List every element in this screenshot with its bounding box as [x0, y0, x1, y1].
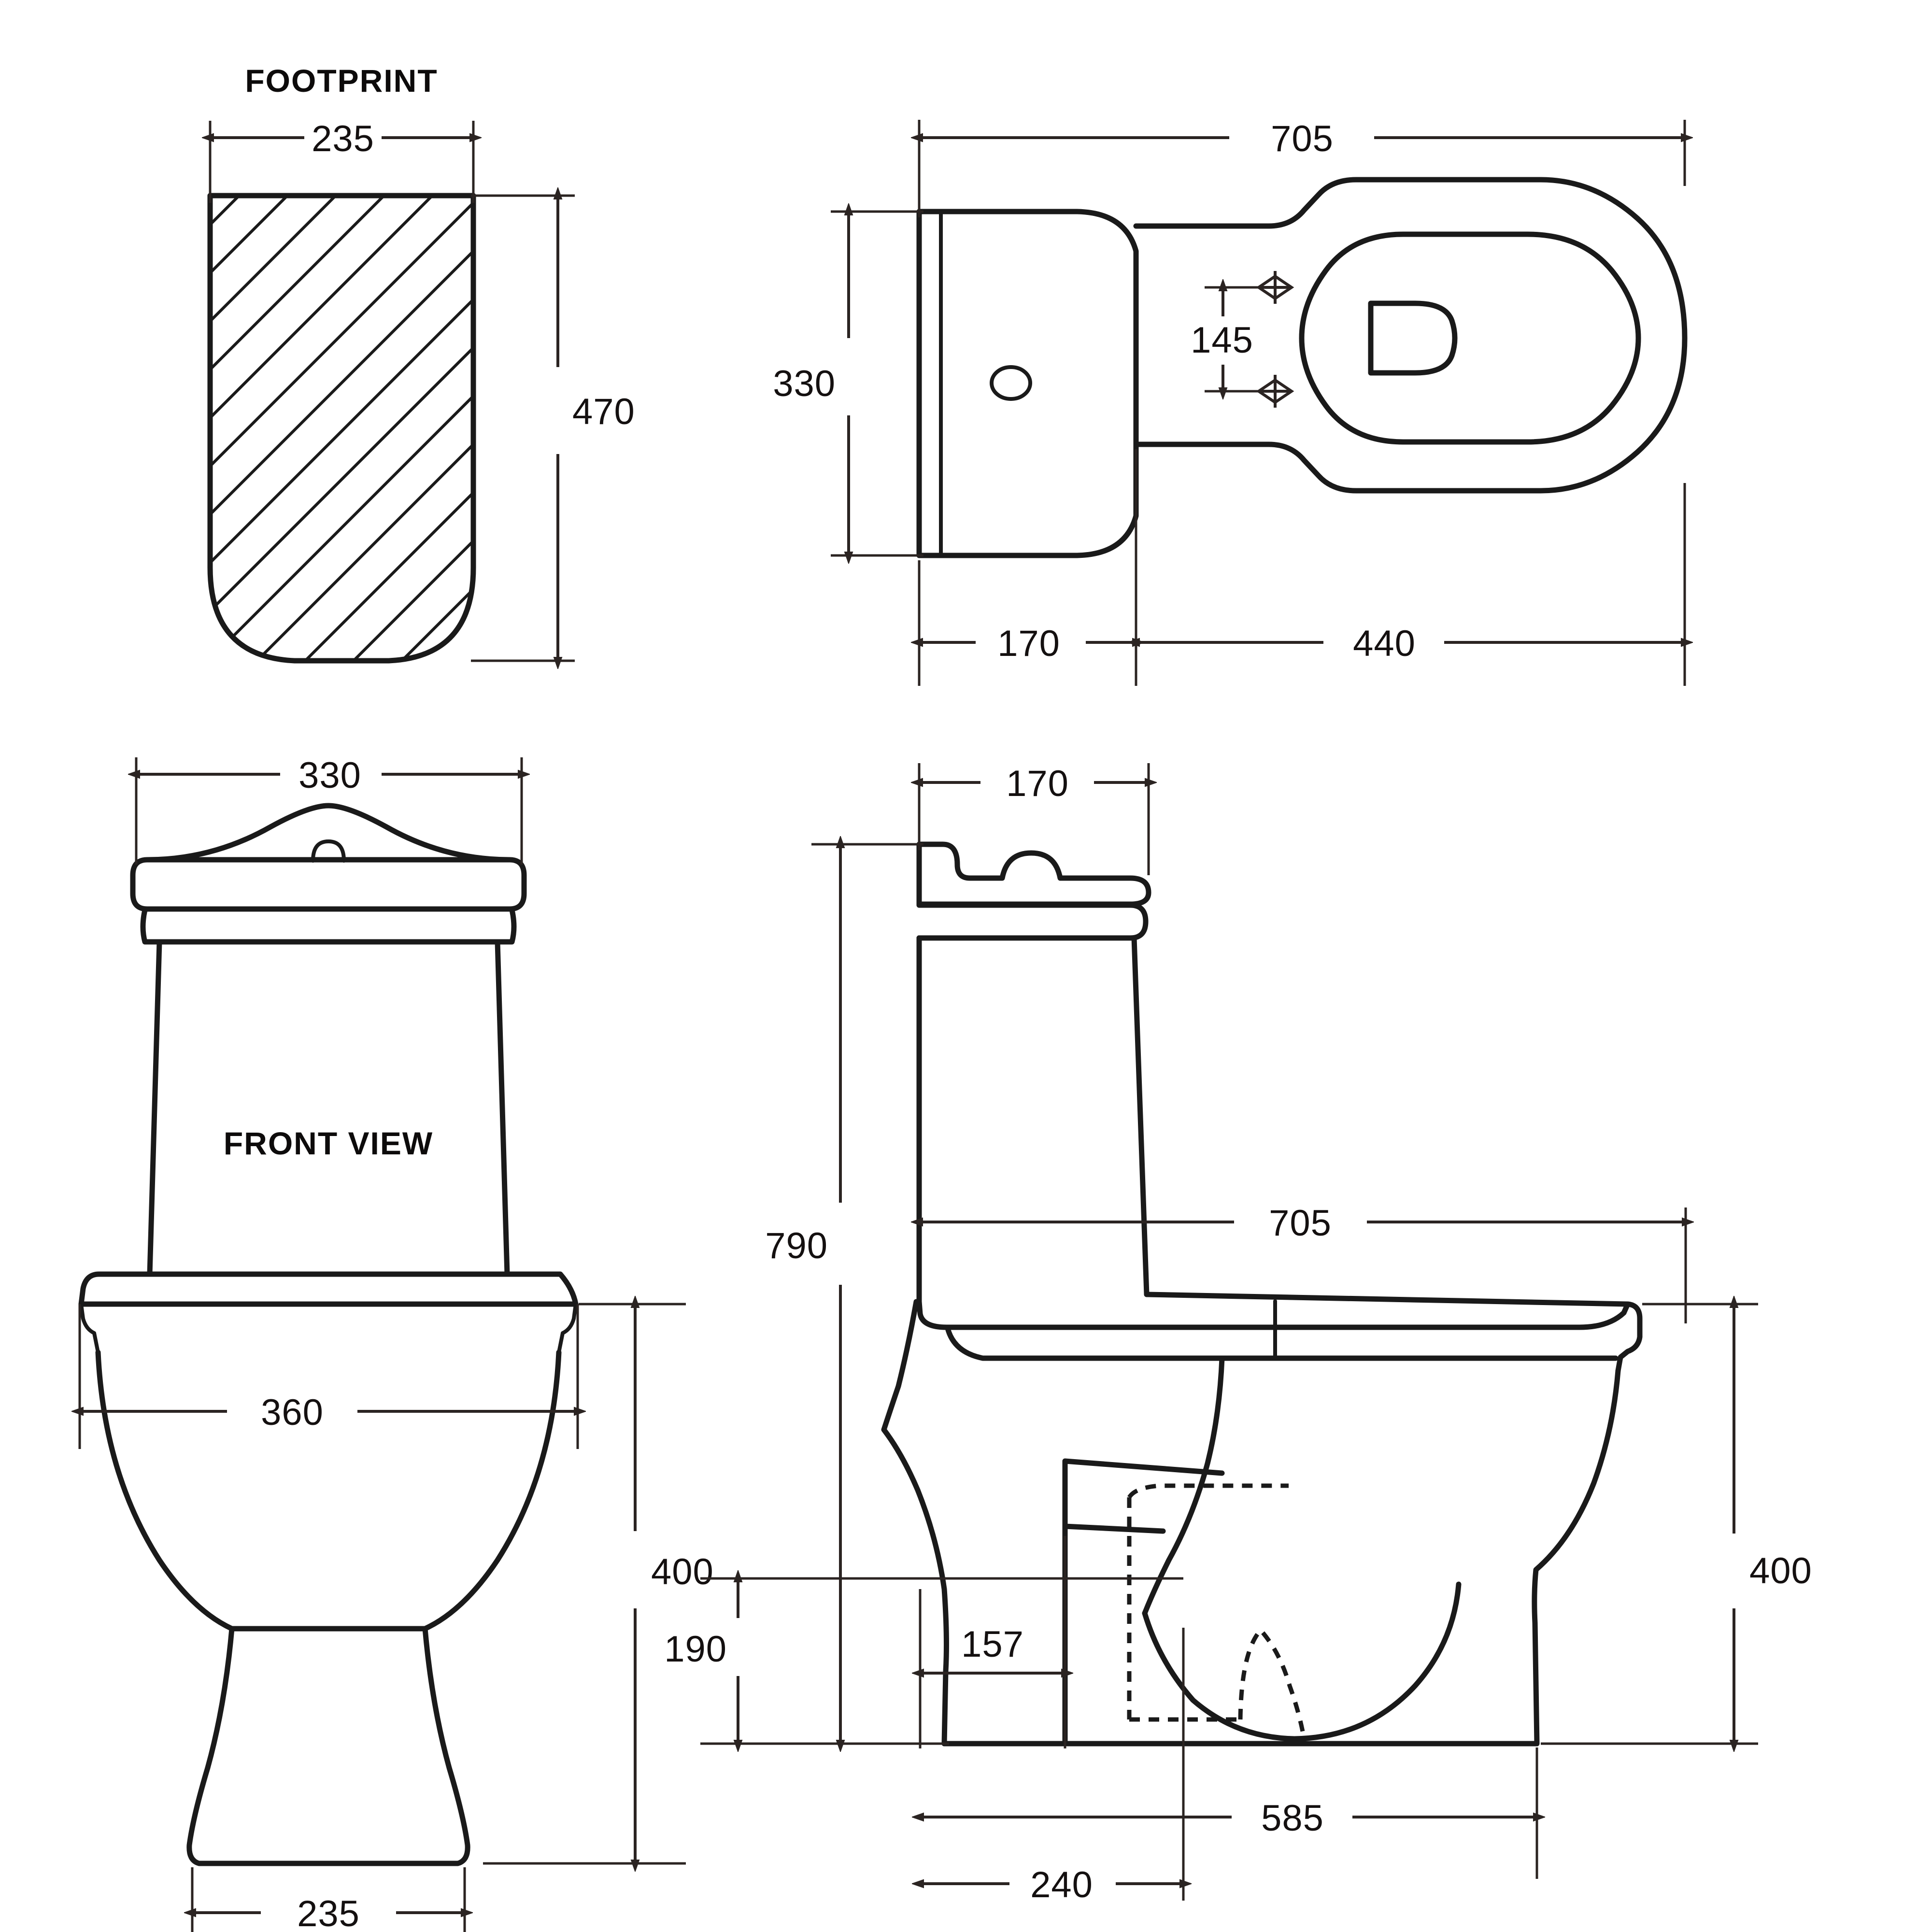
cistern-lid-front-skirt — [140, 907, 517, 945]
dimension-value-330-front: 330 — [298, 755, 361, 796]
seat-fixing-mark-bottom — [1256, 375, 1294, 408]
dimension-value-705-side: 705 — [1269, 1203, 1332, 1244]
dimension-front-cistern-width: 330 — [136, 755, 522, 865]
cistern-lid-front-slab — [130, 857, 527, 912]
dimension-value-330-top: 330 — [773, 363, 836, 404]
flush-button-front — [311, 839, 346, 863]
seat-hinge-left-front — [79, 1302, 100, 1354]
view-side: 170 790 705 400 — [664, 763, 1812, 1905]
dimension-value-240: 240 — [1030, 1864, 1093, 1905]
dimension-value-170-top: 170 — [997, 623, 1060, 664]
trap-hidden-hump-side — [1238, 1627, 1307, 1739]
dimension-side-overall-height: 790 — [700, 844, 949, 1744]
view-footprint: FOOTPRINT 235 470 — [135, 63, 635, 1121]
dimension-footprint-depth: 470 — [471, 196, 635, 661]
seat-plan-outline — [1133, 177, 1688, 494]
dimension-top-overall-length: 705 — [919, 118, 1685, 217]
seat-hinge-right-front — [557, 1302, 578, 1354]
seat-slab-side — [1144, 1292, 1643, 1374]
pan-rim-front — [78, 1271, 579, 1307]
dimension-value-705-top: 705 — [1271, 118, 1334, 159]
dimension-top-overall-width: 330 — [773, 212, 923, 555]
seat-opening-plan — [1299, 231, 1641, 445]
view-top: 705 330 145 — [773, 118, 1685, 686]
dimension-front-bowl-width: 360 — [80, 1304, 578, 1449]
dimension-value-470: 470 — [572, 391, 635, 432]
dimension-seat-fixing-centres: 145 — [1191, 271, 1294, 408]
dimension-value-235-footprint: 235 — [312, 118, 374, 159]
dimension-top-pan-length: 440 — [1139, 483, 1685, 686]
dimension-value-157: 157 — [961, 1624, 1024, 1665]
dimension-value-585: 585 — [1261, 1798, 1324, 1839]
flush-button-plan — [990, 365, 1032, 401]
dimension-value-235-front: 235 — [297, 1893, 360, 1932]
dimension-side-cistern-depth: 170 — [919, 763, 1149, 875]
cistern-lid-side-outline — [916, 841, 1151, 907]
footprint-outline — [207, 193, 476, 664]
pan-front-profile-side — [1532, 1368, 1621, 1747]
seat-fixing-mark-top — [1256, 271, 1294, 304]
seat-d-hole-plan — [1368, 300, 1458, 376]
dimension-value-790: 790 — [765, 1225, 828, 1266]
dimension-side-outlet-centre: 240 — [923, 1628, 1183, 1905]
dimension-top-cistern-depth: 170 — [919, 449, 1136, 686]
dimension-value-190: 190 — [664, 1629, 727, 1670]
dimension-value-400-side: 400 — [1749, 1550, 1812, 1591]
footprint-label: FOOTPRINT — [245, 63, 438, 99]
dimension-front-foot-width: 235 — [192, 1867, 465, 1932]
bowl-front-outline — [95, 1350, 562, 1632]
dimension-value-440: 440 — [1353, 623, 1416, 664]
bowl-interior-side — [1142, 1355, 1225, 1616]
dimension-footprint-width: 235 — [210, 118, 473, 203]
dimension-side-pan-height: 400 — [1541, 1304, 1812, 1744]
pan-rim-side — [916, 1299, 1631, 1330]
dimension-value-170-side: 170 — [1006, 763, 1069, 804]
view-front: FRONT VIEW 330 360 400 — [78, 755, 714, 1932]
cistern-body-front — [147, 939, 510, 1277]
dimension-value-360: 360 — [261, 1392, 324, 1433]
front-view-label: FRONT VIEW — [224, 1125, 433, 1161]
dimension-side-overall-length: 705 — [923, 1203, 1686, 1323]
dimension-side-outlet-height: 190 — [664, 1578, 1183, 1740]
cistern-lid-plan-outline — [916, 209, 1139, 558]
cistern-lid-front-cap — [144, 803, 512, 863]
dimension-front-seat-height: 400 — [483, 1304, 714, 1863]
bowl-interior-lower-side — [1142, 1581, 1462, 1742]
seat-underside-side — [945, 1325, 1619, 1361]
pan-back-side — [881, 1299, 949, 1747]
cistern-body-side — [916, 935, 1150, 1305]
dimension-value-400-front: 400 — [651, 1551, 714, 1592]
footprint-hatch — [210, 196, 473, 661]
dimension-side-pan-length: 585 — [923, 1747, 1537, 1879]
dimension-value-145: 145 — [1191, 320, 1253, 361]
dimension-side-outlet-setback: 157 — [920, 1536, 1065, 1748]
cistern-lid-side-skirt — [916, 902, 1149, 941]
trap-hidden-outline-side — [1127, 1483, 1289, 1499]
pedestal-front-outline — [186, 1626, 470, 1866]
